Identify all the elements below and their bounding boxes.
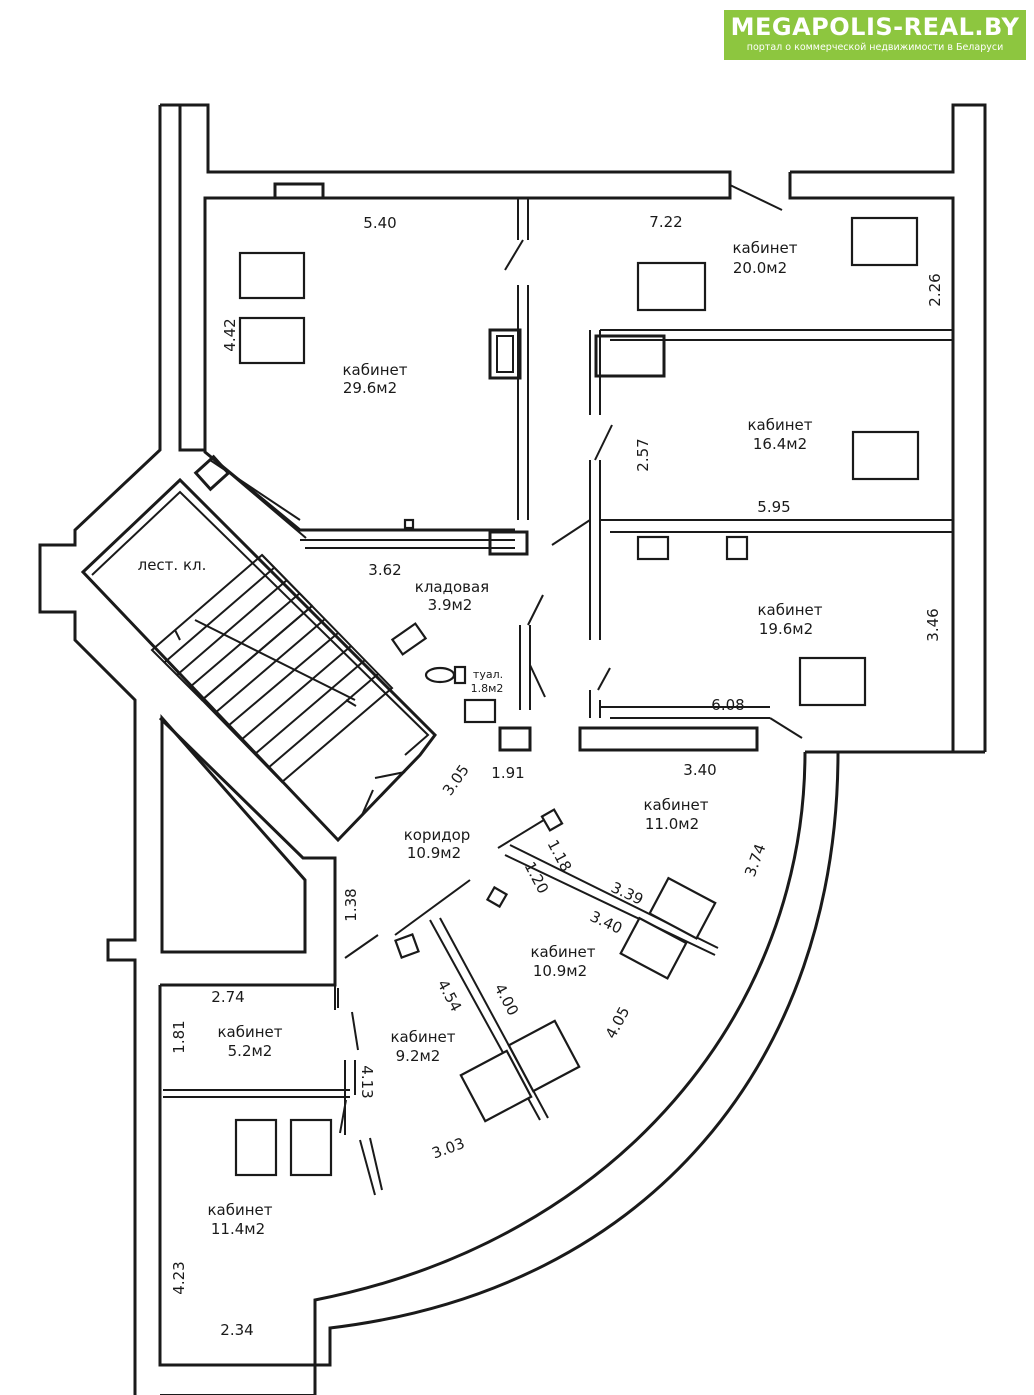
doors bbox=[209, 184, 803, 1134]
room-10-name: кабинет bbox=[530, 943, 595, 961]
dim-26: 4.23 bbox=[170, 1261, 188, 1294]
dim-7: 3.62 bbox=[368, 561, 401, 579]
dim-12: 3.40 bbox=[683, 761, 716, 779]
dim-19: 4.54 bbox=[434, 977, 466, 1015]
room-1-name: кабинет bbox=[342, 361, 407, 379]
room-4-name: кабинет bbox=[757, 601, 822, 619]
room-4-area: 19.6м2 bbox=[759, 620, 813, 638]
dim-22: 2.74 bbox=[211, 988, 244, 1006]
room-13-area: 11.4м2 bbox=[211, 1220, 265, 1238]
room-5-name: кладовая bbox=[415, 578, 489, 596]
room-10-area: 10.9м2 bbox=[533, 962, 587, 980]
dim-27: 2.34 bbox=[220, 1321, 253, 1339]
dim-17: 3.40 bbox=[587, 907, 625, 937]
logo-title: MEGAPOLIS-REAL.BY bbox=[730, 13, 1020, 41]
walls bbox=[38, 103, 987, 1395]
dim-16: 3.39 bbox=[608, 878, 646, 908]
room-7-name: лест. кл. bbox=[138, 556, 207, 574]
dim-3: 4.42 bbox=[221, 318, 239, 351]
dim-13: 3.74 bbox=[741, 842, 769, 880]
dim-25: 3.03 bbox=[430, 1134, 468, 1162]
dim-21: 4.05 bbox=[602, 1004, 634, 1042]
room-12-area: 5.2м2 bbox=[228, 1042, 273, 1060]
room-3-area: 16.4м2 bbox=[753, 435, 807, 453]
dim-9: 6.08 bbox=[711, 696, 744, 714]
room-2-name: кабинет bbox=[732, 239, 797, 257]
logo-subtitle: портал о коммерческой недвижимости в Бел… bbox=[746, 42, 1004, 53]
dim-20: 4.00 bbox=[491, 981, 523, 1019]
dim-14: 1.18 bbox=[544, 837, 576, 875]
room-6-name: туал. bbox=[473, 668, 503, 681]
room-9-name: кабинет bbox=[643, 796, 708, 814]
room-8-name: коридор bbox=[404, 826, 471, 844]
room-11-area: 9.2м2 bbox=[396, 1047, 441, 1065]
dim-8: 3.46 bbox=[924, 608, 942, 641]
dim-5: 2.57 bbox=[634, 438, 652, 471]
room-11-name: кабинет bbox=[390, 1028, 455, 1046]
room-6-area: 1.8м2 bbox=[471, 682, 504, 695]
room-12-name: кабинет bbox=[217, 1023, 282, 1041]
dim-18: 1.38 bbox=[342, 888, 360, 921]
dim-10: 3.05 bbox=[439, 761, 473, 799]
dim-2: 7.22 bbox=[649, 213, 682, 231]
dim-11: 1.91 bbox=[491, 764, 524, 782]
furniture bbox=[234, 216, 920, 1177]
room-labels: кабинет 29.6м2 кабинет 20.0м2 кабинет 16… bbox=[138, 239, 823, 1238]
dimension-labels: 5.40 7.22 4.42 2.26 2.57 5.95 3.62 3.46 … bbox=[170, 213, 944, 1339]
dim-24: 4.13 bbox=[358, 1065, 376, 1098]
room-8-area: 10.9м2 bbox=[407, 844, 461, 862]
room-1-area: 29.6м2 bbox=[343, 379, 397, 397]
room-9-area: 11.0м2 bbox=[645, 815, 699, 833]
dim-6: 5.95 bbox=[757, 498, 790, 516]
room-2-area: 20.0м2 bbox=[733, 259, 787, 277]
room-5-area: 3.9м2 bbox=[428, 596, 473, 614]
megapolis-logo[interactable]: MEGAPOLIS-REAL.BY портал о коммерческой … bbox=[724, 10, 1026, 60]
room-13-name: кабинет bbox=[207, 1201, 272, 1219]
stairs bbox=[150, 553, 394, 784]
dim-1: 5.40 bbox=[363, 214, 396, 232]
room-3-name: кабинет bbox=[747, 416, 812, 434]
dim-23: 1.81 bbox=[170, 1020, 188, 1053]
dim-4: 2.26 bbox=[926, 273, 944, 306]
